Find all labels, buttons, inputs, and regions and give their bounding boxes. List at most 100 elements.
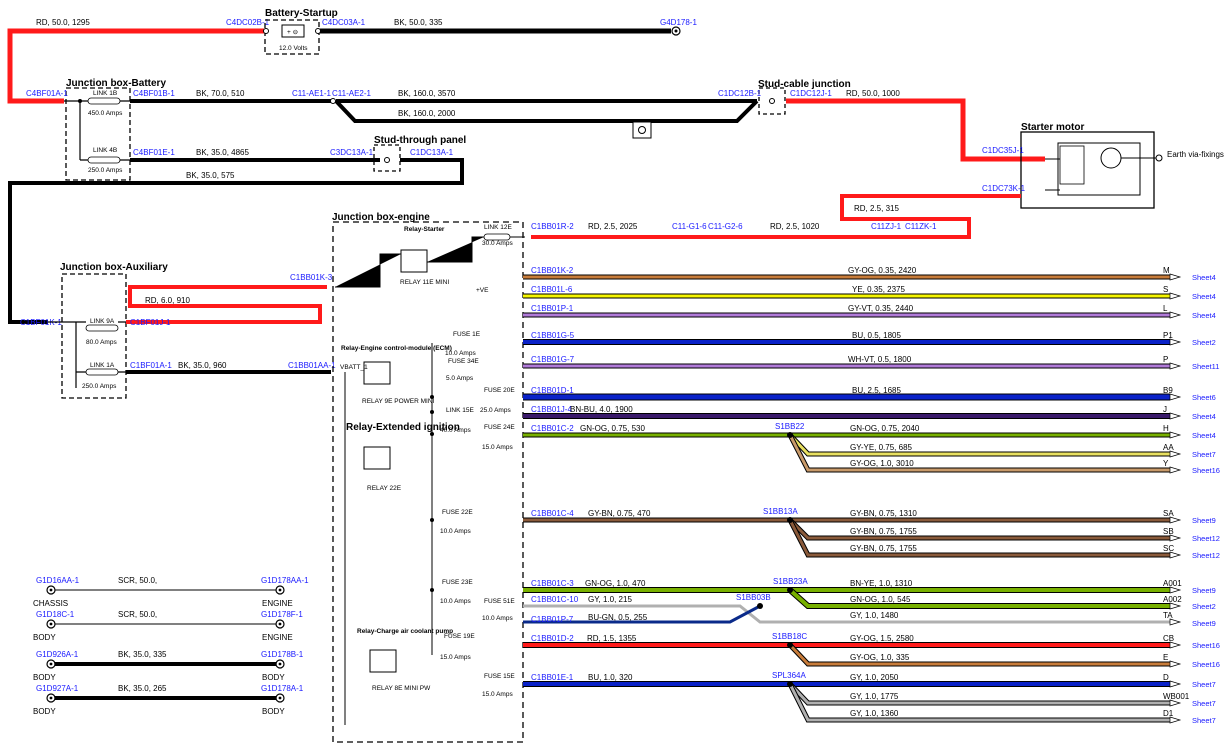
pin-label: TA <box>1163 611 1173 620</box>
connector-label: C1BB01G-5 <box>531 331 575 340</box>
sheet-link: Sheet7 <box>1192 716 1216 725</box>
svg-text:10.0 Amps: 10.0 Amps <box>445 350 476 357</box>
splice-dot <box>787 642 793 648</box>
ground-wire-label: BK, 35.0, 265 <box>118 684 167 693</box>
wire-arrow <box>1169 516 1182 524</box>
svg-text:LINK 15E: LINK 15E <box>446 407 474 414</box>
sheet-link: Sheet9 <box>1192 619 1216 628</box>
wire-arrow <box>1169 450 1182 458</box>
sheet-link: Sheet16 <box>1192 660 1220 669</box>
wire-core <box>788 519 1170 557</box>
svg-text:30.0 Amps: 30.0 Amps <box>482 240 513 247</box>
ground-connector: G1D18C-1 <box>36 610 75 619</box>
splice-dot <box>787 587 793 593</box>
svg-text:LINK 9A: LINK 9A <box>90 318 115 325</box>
splice-label: SPL364A <box>772 671 806 680</box>
svg-text:C1BB01R-2: C1BB01R-2 <box>531 222 574 231</box>
connector-label: C1BB01C-2 <box>531 424 574 433</box>
ground-name: BODY <box>262 707 285 716</box>
svg-text:FUSE 19E: FUSE 19E <box>444 633 475 640</box>
connector-label: C1BB01E-1 <box>531 673 574 682</box>
sheet-link: Sheet16 <box>1192 466 1220 475</box>
svg-text:RELAY 8E MINI PW: RELAY 8E MINI PW <box>372 685 431 692</box>
svg-text:FUSE 23E: FUSE 23E <box>442 579 473 586</box>
ground-name: ENGINE <box>262 599 293 608</box>
svg-text:15.0 Amps: 15.0 Amps <box>482 444 513 451</box>
splice-dot <box>787 681 793 687</box>
wire <box>788 433 1170 457</box>
svg-text:FUSE 22E: FUSE 22E <box>442 509 473 516</box>
svg-text:C11-AE2-1: C11-AE2-1 <box>332 89 372 98</box>
pin-label: P1 <box>1163 331 1173 340</box>
sheet-link: Sheet4 <box>1192 412 1216 421</box>
wire-label: GN-OG, 1.0, 545 <box>850 595 911 604</box>
sheet-link: Sheet4 <box>1192 292 1216 301</box>
battery-startup-title: Battery-Startup <box>265 8 338 19</box>
ground-connector: G1D16AA-1 <box>36 576 80 585</box>
svg-text:FUSE 34E: FUSE 34E <box>448 358 479 365</box>
connector-label: C1BB01K-2 <box>531 266 574 275</box>
pin-label: SB <box>1163 527 1174 536</box>
wire-arrow <box>1169 680 1182 688</box>
relay-ext-title: Relay-Extended ignition <box>346 422 460 433</box>
wire-core <box>788 682 1170 705</box>
pin-label: H <box>1163 424 1169 433</box>
svg-text:10.0 Amps: 10.0 Amps <box>440 598 471 605</box>
ground-connector: G1D178F-1 <box>261 610 303 619</box>
sheet-link: Sheet2 <box>1192 602 1216 611</box>
svg-text:C1DC12J-1: C1DC12J-1 <box>790 89 832 98</box>
connector-label: C1BB01C-4 <box>531 509 574 518</box>
ground-connector: G1D926A-1 <box>36 650 79 659</box>
wire-arrow <box>1169 362 1182 370</box>
svg-text:BK, 35.0, 960: BK, 35.0, 960 <box>178 361 227 370</box>
wire-label: GY, 1.0, 215 <box>588 595 632 604</box>
svg-text:15.0 Amps: 15.0 Amps <box>482 691 513 698</box>
sheet-link: Sheet9 <box>1192 516 1216 525</box>
svg-text:FUSE 1E: FUSE 1E <box>453 331 481 338</box>
wire-arrow <box>1169 716 1182 724</box>
svg-text:250.0 Amps: 250.0 Amps <box>82 383 117 390</box>
splice-dot <box>787 432 793 438</box>
wire-arrow <box>1169 660 1182 668</box>
svg-text:10.0 Amps: 10.0 Amps <box>440 528 471 535</box>
svg-text:BK, 70.0, 510: BK, 70.0, 510 <box>196 89 245 98</box>
wire-arrow <box>1169 292 1182 300</box>
battery-box <box>264 19 320 55</box>
svg-text:RD, 6.0, 910: RD, 6.0, 910 <box>145 296 190 305</box>
sheet-link: Sheet9 <box>1192 586 1216 595</box>
jb-battery-title: Junction box-Battery <box>66 78 166 89</box>
wire-core <box>788 434 1170 472</box>
sheet-link: Sheet2 <box>1192 338 1216 347</box>
svg-text:C1BF01A-1: C1BF01A-1 <box>130 361 172 370</box>
wire-label: GY-OG, 1.5, 2580 <box>850 634 914 643</box>
svg-text:C11ZK-1: C11ZK-1 <box>905 222 937 231</box>
pin-label: D <box>1163 673 1169 682</box>
pin-label: L <box>1163 304 1168 313</box>
sheet-link: Sheet4 <box>1192 273 1216 282</box>
splice-label: S1BB18C <box>772 632 807 641</box>
pin-label: S <box>1163 285 1168 294</box>
svg-text:C11-AE1-1: C11-AE1-1 <box>292 89 332 98</box>
wire-arrow <box>1169 466 1182 474</box>
wire-label: WH-VT, 0.5, 1800 <box>848 355 912 364</box>
wire <box>523 604 761 624</box>
splice-dot <box>787 517 793 523</box>
wire-label: GY-BN, 0.75, 1310 <box>850 509 917 518</box>
svg-text:C11-G1-6: C11-G1-6 <box>672 222 707 231</box>
sheet-link: Sheet7 <box>1192 450 1216 459</box>
wire-arrow <box>1169 699 1182 707</box>
earth-label: Earth via-fixings <box>1167 150 1224 159</box>
connector-label: G4D178-1 <box>660 18 697 27</box>
ground-name: CHASSIS <box>33 599 68 608</box>
relay-starter-title: Relay-Starter <box>404 226 445 233</box>
wire-label: BU, 1.0, 320 <box>588 673 633 682</box>
svg-text:RD, 50.0, 1000: RD, 50.0, 1000 <box>846 89 900 98</box>
starter-motor-box <box>1020 131 1155 209</box>
svg-text:C1DC35J-1: C1DC35J-1 <box>982 146 1024 155</box>
wire-label: BK, 50.0, 335 <box>394 18 443 27</box>
wire-arrow <box>1169 534 1182 542</box>
wire <box>788 518 1170 541</box>
wire-arrow <box>1169 311 1182 319</box>
